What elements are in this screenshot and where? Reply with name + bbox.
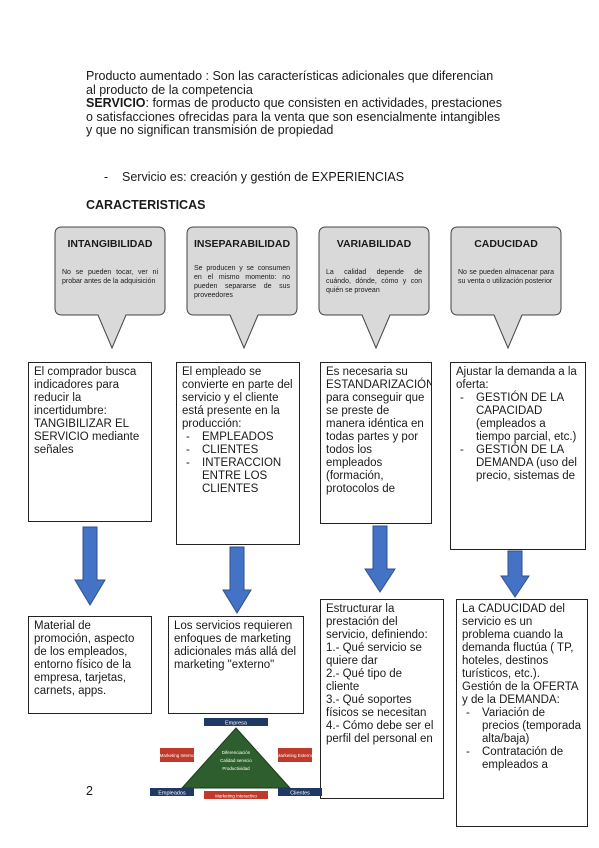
clientes-label: Clientes (290, 791, 310, 797)
callout-intangibilidad: INTANGIBILIDAD No se pueden tocar, ver n… (54, 226, 166, 349)
box-inseparabilidad-detail: El empleado se convierte en parte del se… (176, 362, 300, 545)
list-item: Contratación de empleados a (466, 746, 582, 772)
box-variabilidad-result: Estructurar la prestación del servicio, … (320, 599, 444, 799)
center-line-2: Calidad servicio (220, 758, 252, 763)
callout-description: La calidad depende de cuándo, dónde, cóm… (326, 269, 422, 294)
center-line-3: Productividad (222, 766, 250, 771)
box-list: EMPLEADOS CLIENTES INTERACCION ENTRE LOS… (182, 431, 294, 496)
box-inseparabilidad-result: Los servicios requieren enfoques de mark… (168, 616, 304, 714)
triangle-shape (180, 727, 292, 789)
box-list: Variación de precios (temporada alta/baj… (462, 707, 582, 772)
services-marketing-triangle: Empresa Diferenciación Calidad servicio … (150, 718, 322, 799)
servicio-label: SERVICIO (86, 96, 146, 110)
section-title: CARACTERISTICAS (86, 198, 206, 212)
callout-shape (54, 226, 166, 349)
list-item: CLIENTES (186, 444, 294, 457)
box-line: 3.- Qué soportes físicos se necesitan (326, 694, 427, 719)
box-text: Ajustar la demanda a la oferta: (456, 366, 577, 391)
experiencias-bullet: -Servicio es: creación y gestión de EXPE… (104, 170, 404, 184)
marketing-interno-label: Marketing Interno (159, 753, 195, 758)
callout-description: Se producen y se consumen en el mismo mo… (194, 265, 290, 299)
box-text: El empleado se convierte en parte del se… (182, 366, 293, 430)
list-item: GESTIÓN DE LA CAPACIDAD (empleados a tie… (460, 392, 580, 444)
down-arrow-icon (74, 526, 106, 606)
down-arrow-icon (222, 546, 252, 614)
list-item: EMPLEADOS (186, 431, 294, 444)
callout-description: No se pueden tocar, ver ni probar antes … (62, 269, 158, 285)
servicio-paragraph: SERVICIO: formas de producto que consist… (86, 96, 506, 138)
callout-inseparabilidad: INSEPARABILIDAD Se producen y se consume… (186, 226, 298, 349)
box-caducidad-detail: Ajustar la demanda a la oferta: GESTIÓN … (450, 362, 586, 550)
box-intangibilidad-detail: El comprador busca indicadores para redu… (28, 362, 152, 522)
clientes-bar (278, 788, 322, 796)
box-variabilidad-detail: Es necesaria su ESTANDARIZACIÓN para con… (320, 362, 432, 524)
box-list: GESTIÓN DE LA CAPACIDAD (empleados a tie… (456, 392, 580, 483)
empresa-label: Empresa (225, 721, 248, 727)
callout-shape (450, 226, 562, 349)
callout-variabilidad: VARIABILIDAD La calidad depende de cuánd… (318, 226, 430, 349)
callout-title: CADUCIDAD (474, 238, 538, 250)
box-line: 2.- Qué tipo de cliente (326, 668, 403, 693)
empleados-label: Empleados (158, 791, 186, 797)
down-arrow-icon (500, 550, 530, 598)
list-item: INTERACCION ENTRE LOS CLIENTES (186, 457, 294, 496)
callout-title: INTANGIBILIDAD (67, 238, 153, 250)
marketing-externo-label: Marketing Externo (277, 753, 314, 758)
experiencias-text: Servicio es: creación y gestión de EXPER… (122, 170, 405, 184)
page-number: 2 (86, 784, 93, 798)
intro-text: Producto aumentado : Son las característ… (86, 69, 506, 138)
box-line: 4.- Cómo debe ser el perfil del personal… (326, 720, 434, 745)
box-text: Material de promoción, aspecto de los em… (34, 620, 135, 697)
callout-shape (318, 226, 430, 349)
bullet-dash: - (104, 170, 109, 184)
marketing-interno-box (160, 748, 194, 762)
box-caducidad-result: La CADUCIDAD del servicio es un problema… (456, 599, 588, 827)
down-arrow-icon (364, 525, 396, 593)
box-text: Es necesaria su ESTANDARIZACIÓN para con… (326, 366, 432, 495)
box-text: Estructurar la prestación del servicio, … (326, 603, 428, 641)
callout-shape (186, 226, 298, 349)
box-text: La CADUCIDAD del servicio es un problema… (462, 603, 578, 706)
producto-aumentado-paragraph: Producto aumentado : Son las característ… (86, 69, 494, 97)
box-intangibilidad-result: Material de promoción, aspecto de los em… (28, 616, 152, 714)
empresa-bar (204, 718, 268, 726)
callout-description: No se pueden almacenar para su venta o u… (458, 269, 554, 285)
marketing-externo-box (278, 748, 312, 762)
callout-title: INSEPARABILIDAD (193, 238, 291, 250)
box-line: 1.- Qué servicio se quiere dar (326, 642, 422, 667)
box-text: Los servicios requieren enfoques de mark… (174, 620, 297, 671)
servicio-definition: : formas de producto que consisten en ac… (86, 96, 502, 137)
center-line-1: Diferenciación (222, 750, 251, 755)
box-text: El comprador busca indicadores para redu… (34, 366, 140, 456)
empleados-bar (150, 788, 194, 796)
callout-caducidad: CADUCIDAD No se pueden almacenar para su… (450, 226, 562, 349)
callout-title: VARIABILIDAD (336, 238, 412, 250)
list-item: GESTIÓN DE LA DEMANDA (uso del precio, s… (460, 444, 580, 483)
marketing-interactivo-label: Marketing Interactivo (215, 794, 257, 799)
list-item: Variación de precios (temporada alta/baj… (466, 707, 582, 746)
marketing-interactivo-bar (204, 791, 268, 799)
